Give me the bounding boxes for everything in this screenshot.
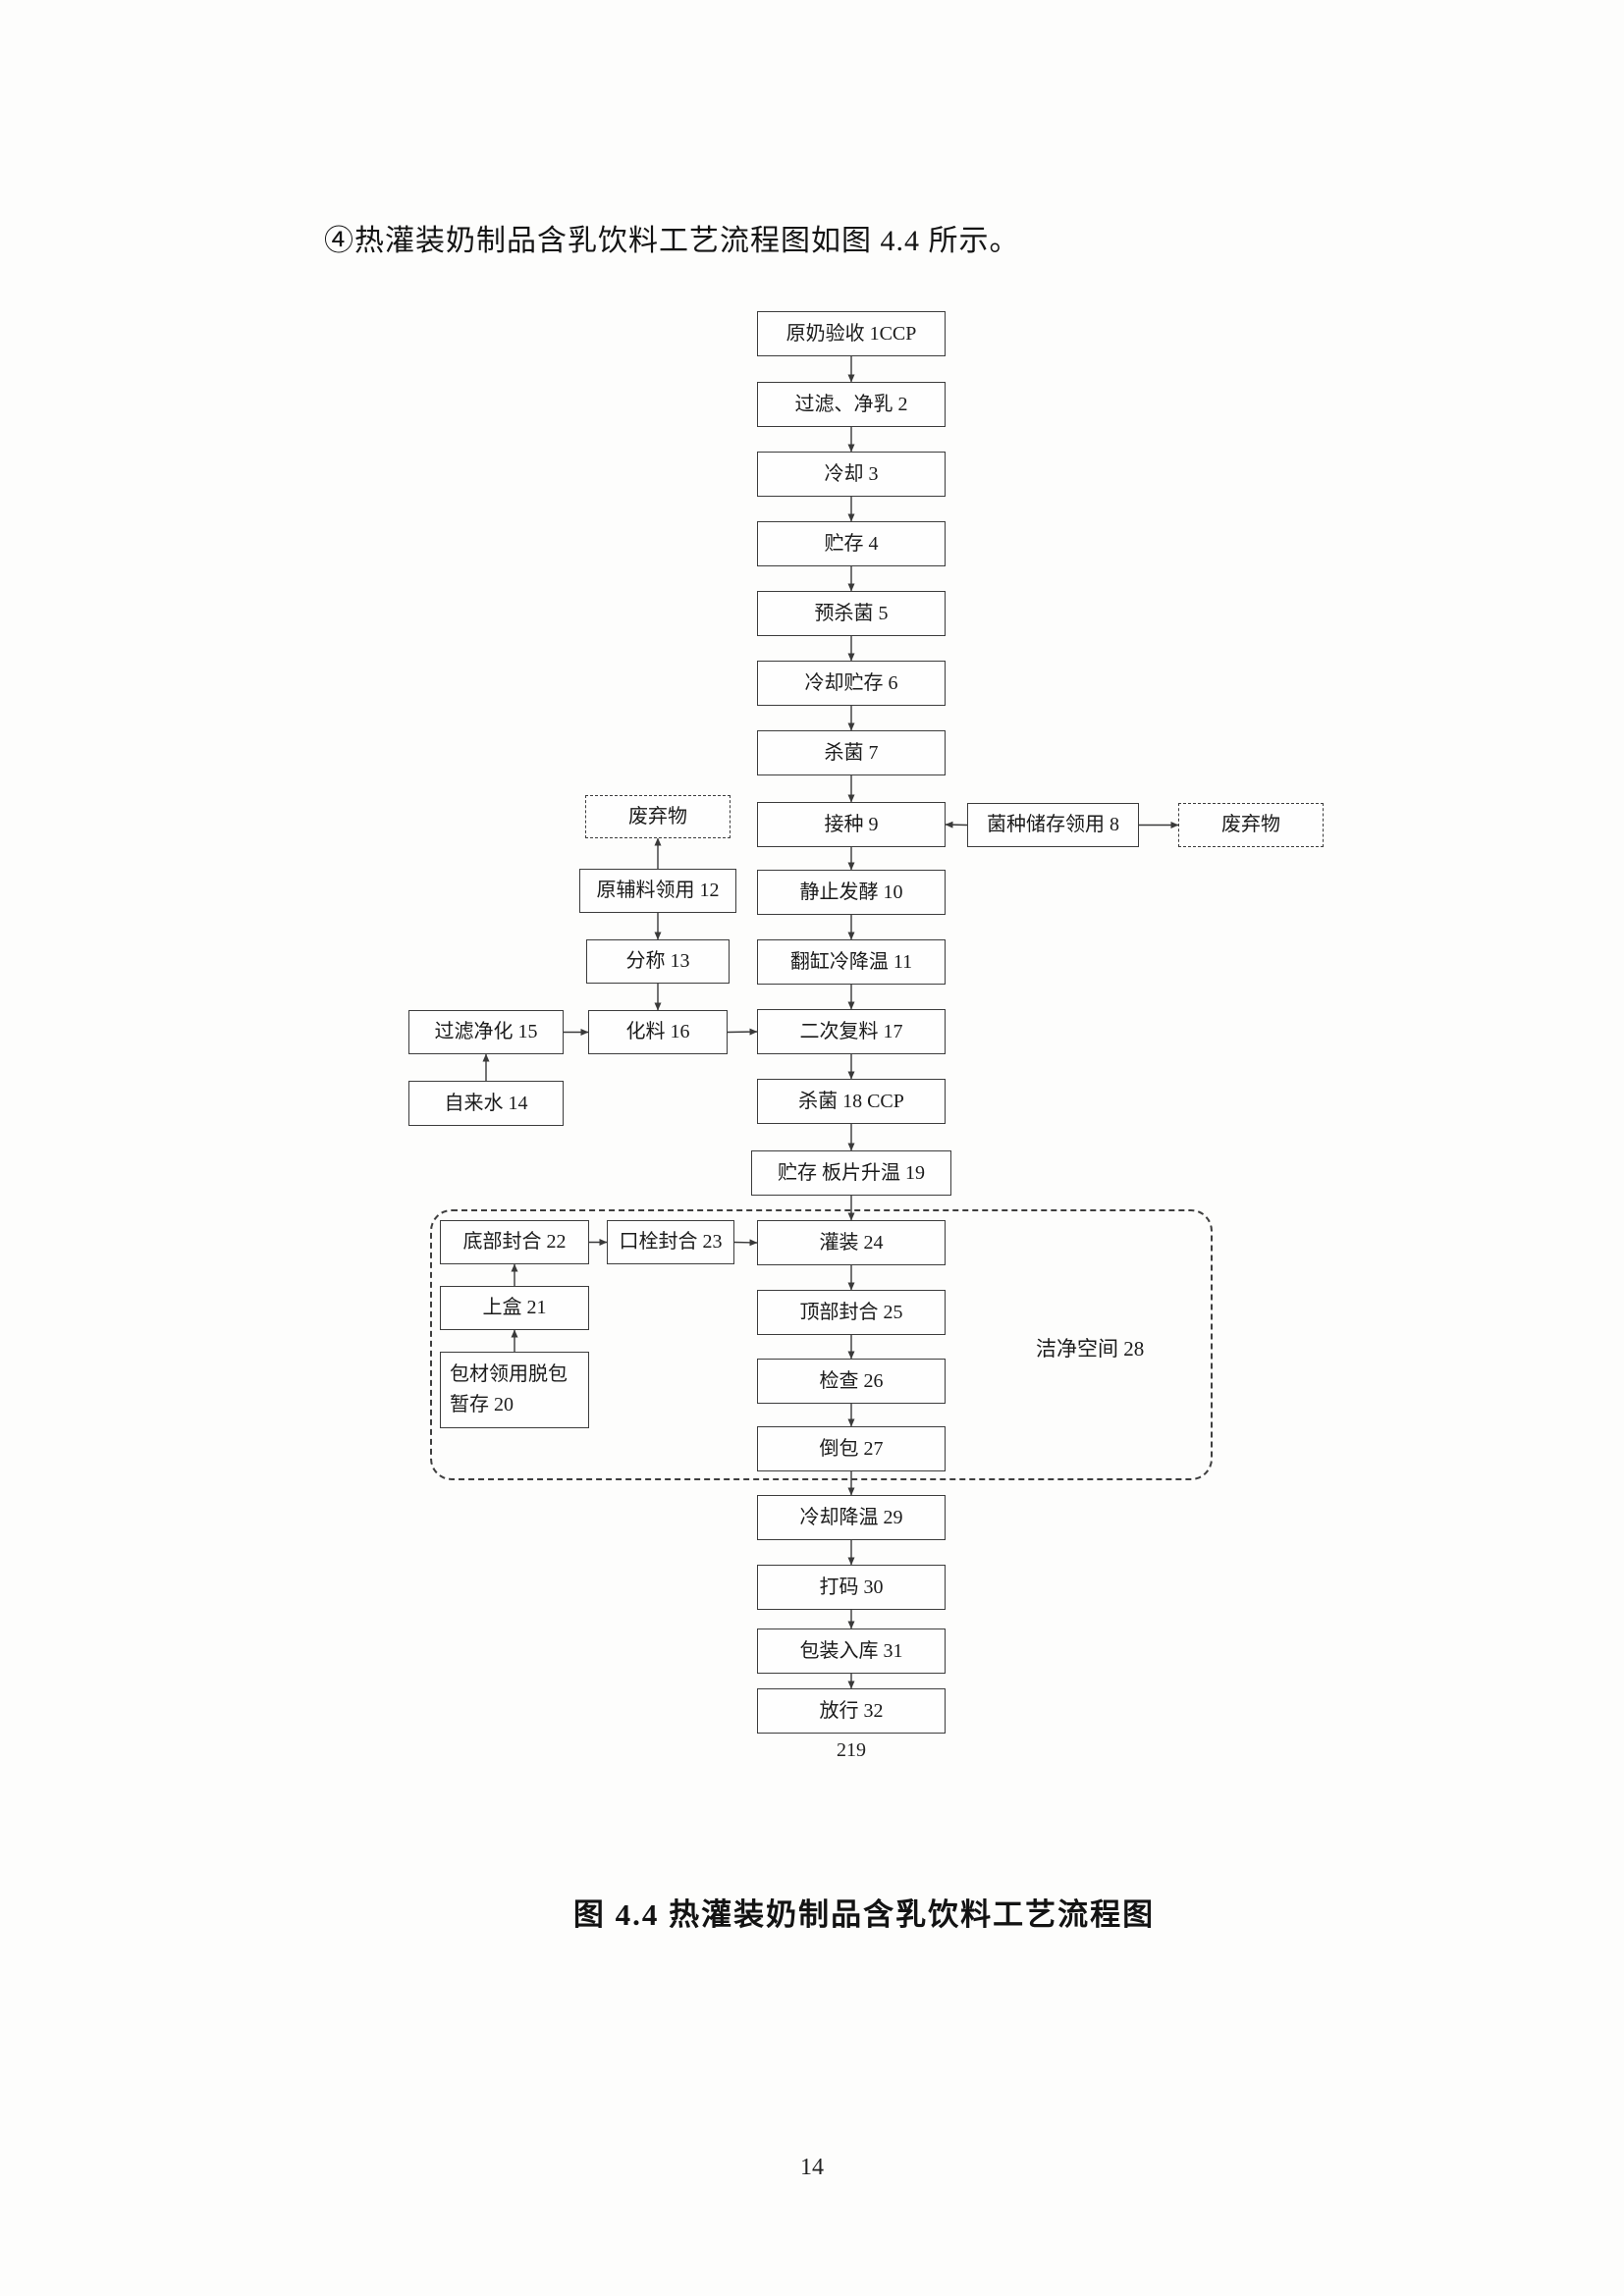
step-storage-plate-heating: 贮存 板片升温 19 bbox=[751, 1150, 951, 1196]
page-number: 14 bbox=[800, 2155, 824, 2180]
box-weighing: 分称 13 bbox=[586, 939, 730, 984]
intro-text: ④热灌装奶制品含乳饮料工艺流程图如图 4.4 所示。 bbox=[324, 225, 1020, 257]
step-release-32: 放行 32 bbox=[757, 1688, 946, 1734]
clean-room-label: 洁净空间 28 bbox=[1036, 1337, 1145, 1361]
box-filter-purify: 过滤净化 15 bbox=[408, 1010, 564, 1054]
box-waste-left: 废弃物 bbox=[585, 795, 731, 838]
step-pack-warehouse-31: 包装入库 31 bbox=[757, 1629, 946, 1674]
step-top-seal-25: 顶部封合 25 bbox=[757, 1290, 946, 1335]
step-sterilization-7: 杀菌 7 bbox=[757, 730, 946, 775]
box-carton-forming-21: 上盒 21 bbox=[440, 1286, 589, 1330]
box-tap-water: 自来水 14 bbox=[408, 1081, 564, 1126]
step-presterilization-5: 预杀菌 5 bbox=[757, 591, 946, 636]
box-bottom-seal-22: 底部封合 22 bbox=[440, 1220, 589, 1264]
step-inspection-26: 检查 26 bbox=[757, 1359, 946, 1404]
step-static-fermentation-10: 静止发酵 10 bbox=[757, 870, 946, 915]
box-raw-aux-material: 原辅料领用 12 bbox=[579, 869, 736, 913]
box-material-dissolving: 化料 16 bbox=[588, 1010, 728, 1054]
step-cool-storage-6: 冷却贮存 6 bbox=[757, 661, 946, 706]
step-raw-milk-acceptance: 原奶验收 1CCP bbox=[757, 311, 946, 356]
step-pack-inversion-27: 倒包 27 bbox=[757, 1426, 946, 1471]
step-cooling-29: 冷却降温 29 bbox=[757, 1495, 946, 1540]
clean-room-region bbox=[430, 1209, 1213, 1480]
step-tank-cooling-11: 翻缸冷降温 11 bbox=[757, 939, 946, 985]
chart-footnote: 219 bbox=[837, 1739, 866, 1761]
step-cooling-3: 冷却 3 bbox=[757, 452, 946, 497]
step-secondary-mixing-17: 二次复料 17 bbox=[757, 1009, 946, 1054]
step-storage-4: 贮存 4 bbox=[757, 521, 946, 566]
step-sterilization-18-ccp: 杀菌 18 CCP bbox=[757, 1079, 946, 1124]
step-coding-30: 打码 30 bbox=[757, 1565, 946, 1610]
box-waste-right: 废弃物 bbox=[1178, 803, 1324, 847]
figure-caption: 图 4.4 热灌装奶制品含乳饮料工艺流程图 bbox=[572, 1897, 1156, 1932]
step-filling-24: 灌装 24 bbox=[757, 1220, 946, 1265]
box-packaging-material-staging: 包材领用脱包暂存 20 bbox=[440, 1352, 589, 1428]
step-filter-clarify: 过滤、净乳 2 bbox=[757, 382, 946, 427]
box-culture-storage: 菌种储存领用 8 bbox=[967, 803, 1139, 847]
box-spout-seal-23: 口栓封合 23 bbox=[607, 1220, 734, 1264]
step-inoculation-9: 接种 9 bbox=[757, 802, 946, 847]
